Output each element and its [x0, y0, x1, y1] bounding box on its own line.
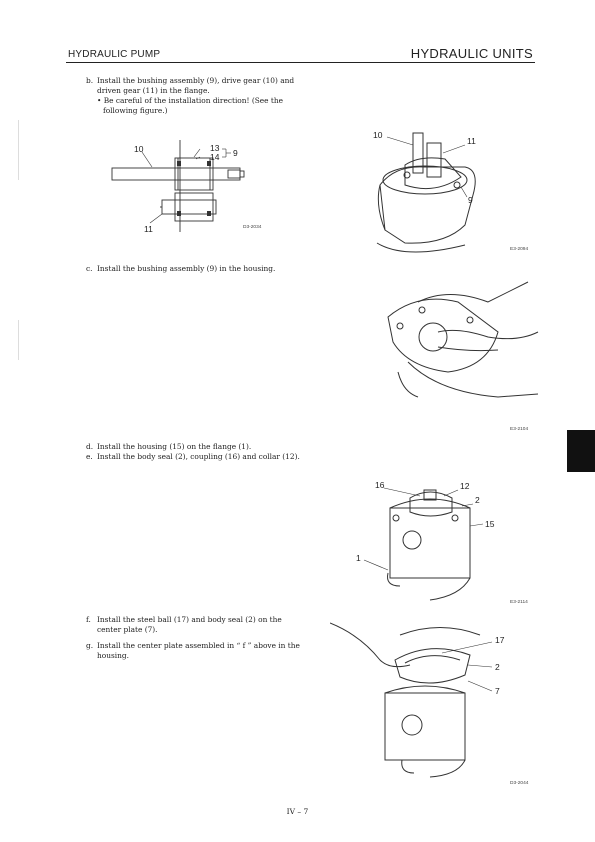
header-rule — [66, 62, 535, 64]
callout-7: 7 — [495, 686, 500, 696]
step-note: • Be careful of the installation directi… — [97, 96, 283, 105]
step-text: Install the body seal (2), coupling (16)… — [97, 452, 300, 461]
section-tab-marker — [567, 430, 595, 472]
step-label: d. — [86, 442, 94, 451]
callout-1: 1 — [356, 553, 361, 563]
step-e: e. Install the body seal (2), coupling (1… — [86, 452, 316, 462]
step-label: c. — [86, 264, 93, 273]
callout-17: 17 — [495, 635, 505, 645]
figure-code: D3-2044 — [510, 781, 529, 786]
callout-9: 9 — [468, 195, 473, 205]
housing-flange-assembly-illustration: 16 12 2 15 1 — [356, 480, 495, 601]
figure-code: E3-2114 — [510, 600, 528, 605]
step-label: e. — [86, 452, 93, 461]
figure-code: E3-2104 — [510, 427, 529, 432]
step-f: f. Install the steel ball (17) and body s… — [86, 615, 301, 635]
callout-2: 2 — [495, 662, 500, 672]
callout-12: 12 — [460, 481, 470, 491]
step-text: Install the bushing assembly (9) in the … — [97, 264, 276, 273]
header-section-title: HYDRAULIC PUMP — [68, 49, 161, 60]
step-text: Install the bushing assembly (9), drive … — [97, 76, 295, 85]
step-text: Install the center plate assembled in “ … — [97, 641, 300, 650]
callout-2: 2 — [475, 495, 480, 505]
callout-13: 13 — [210, 143, 220, 153]
callout-16: 16 — [375, 480, 385, 490]
callout-9: 9 — [233, 148, 238, 158]
step-g: g.Install the center plate assembled in … — [86, 641, 301, 661]
step-text: Install the housing (15) on the flange (… — [97, 442, 252, 451]
step-c: c. Install the bushing assembly (9) in th… — [86, 264, 316, 274]
drive-gear-installation-illustration: 10 11 9 — [373, 130, 476, 253]
step-d: d.Install the housing (15) on the flange… — [86, 442, 316, 452]
callout-11: 11 — [467, 136, 476, 146]
figure-code: D3-2034 — [243, 225, 262, 230]
center-plate-installation-illustration: 17 2 7 — [330, 622, 505, 778]
step-b: b.Install the bushing assembly (9), driv… — [86, 76, 306, 116]
step-note: following figure.) — [103, 106, 168, 115]
figure-code: E3-2094 — [510, 247, 529, 252]
step-label: b. — [86, 76, 94, 85]
callout-14: 14 — [210, 152, 220, 162]
callout-10: 10 — [134, 144, 144, 154]
step-text: center plate (7). — [97, 625, 158, 634]
step-text: Install the steel ball (17) and body sea… — [97, 615, 282, 624]
callout-10: 10 — [373, 130, 383, 140]
step-text: driven gear (11) in the flange. — [97, 86, 210, 95]
scan-margin-mark — [18, 120, 19, 180]
step-label: f. — [86, 615, 91, 624]
page-number: IV – 7 — [286, 807, 309, 816]
step-label: g. — [86, 641, 94, 650]
callout-11: 11 — [144, 224, 153, 234]
scan-margin-mark — [18, 320, 19, 360]
bushing-housing-installation-illustration — [387, 281, 539, 398]
step-text: housing. — [97, 651, 129, 660]
header-chapter-title: HYDRAULIC UNITS — [410, 46, 533, 61]
gear-installation-diagram: 10 13 9 14 11 — [111, 140, 245, 234]
callout-15: 15 — [485, 519, 495, 529]
